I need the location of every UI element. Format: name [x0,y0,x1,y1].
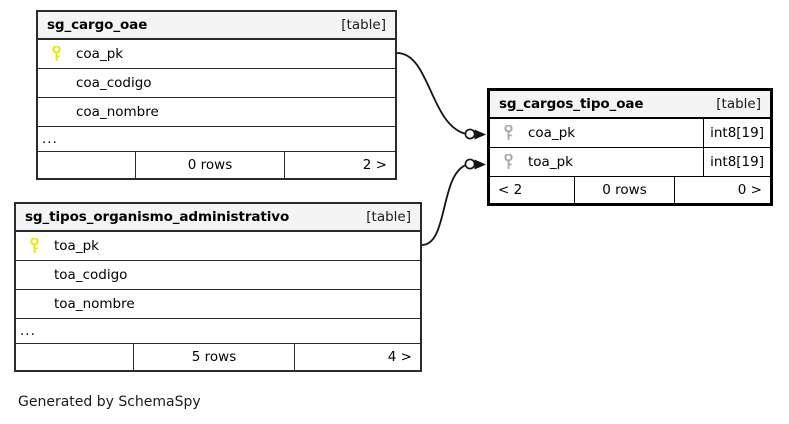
table-header[interactable]: sg_cargo_oae [table] [38,12,395,40]
table-column-row[interactable]: coa_codigo [38,69,395,98]
edge-endpoint-circle [464,128,476,140]
footer-children-count[interactable]: 0 > [737,182,762,198]
table-kind-label: [table] [716,96,761,112]
footer-children-count[interactable]: 2 > [362,157,387,173]
table-header[interactable]: sg_cargos_tipo_oae [table] [490,91,770,119]
primary-key-icon [24,238,44,254]
table-kind-label: [table] [341,17,386,33]
foreign-key-icon [498,125,518,141]
table-node-sg-cargos-tipo-oae[interactable]: sg_cargos_tipo_oae [table] coa_pk int8[1… [487,88,773,206]
table-column-row[interactable]: toa_pk [16,232,420,261]
more-columns-ellipsis: ... [38,127,395,152]
footer-parents-count[interactable]: < 2 [498,182,523,198]
column-name: toa_pk [528,154,573,170]
table-footer: 0 rows 2 > [38,152,395,178]
footer-left-cell [38,152,135,178]
column-datatype: int8[19] [703,148,770,176]
footer-children-count[interactable]: 4 > [387,349,412,365]
table-column-row[interactable]: toa_codigo [16,261,420,290]
table-kind-label: [table] [366,209,411,225]
table-node-sg-cargo-oae[interactable]: sg_cargo_oae [table] coa_pk coa_codigo c… [36,10,397,180]
more-columns-ellipsis: ... [16,319,420,344]
relationship-edge-coa-pk [396,52,486,140]
table-column-row[interactable]: toa_pk int8[19] [490,148,770,177]
footer-rowcount: 5 rows [133,344,295,370]
edge-endpoint-circle [464,158,476,170]
column-datatype: int8[19] [703,119,770,147]
table-footer: < 2 0 rows 0 > [490,177,770,203]
table-column-row[interactable]: coa_nombre [38,98,395,127]
table-header[interactable]: sg_tipos_organismo_administrativo [table… [16,204,420,232]
column-name: coa_pk [76,46,124,62]
footer-rowcount: 0 rows [135,152,285,178]
table-title: sg_cargos_tipo_oae [499,96,644,112]
column-name: toa_nombre [54,296,135,312]
column-name: toa_pk [54,238,99,254]
table-column-row[interactable]: coa_pk int8[19] [490,119,770,148]
table-title: sg_tipos_organismo_administrativo [25,209,290,225]
footer-left-cell [16,344,133,370]
table-title: sg_cargo_oae [47,17,148,33]
footer-rowcount: 0 rows [574,177,675,203]
column-name: coa_pk [528,125,576,141]
foreign-key-icon [498,154,518,170]
edge-arrowhead [474,129,486,140]
primary-key-icon [46,46,66,62]
table-node-sg-tipos-organismo-administrativo[interactable]: sg_tipos_organismo_administrativo [table… [14,202,422,372]
table-column-row[interactable]: coa_pk [38,40,395,69]
diagram-caption: Generated by SchemaSpy [18,394,201,410]
column-name: toa_codigo [54,267,128,283]
table-column-row[interactable]: toa_nombre [16,290,420,319]
relationship-edge-toa-pk [421,158,486,246]
edge-arrowhead [474,159,486,170]
column-name: coa_nombre [76,104,159,120]
table-footer: 5 rows 4 > [16,344,420,370]
column-name: coa_codigo [76,75,152,91]
